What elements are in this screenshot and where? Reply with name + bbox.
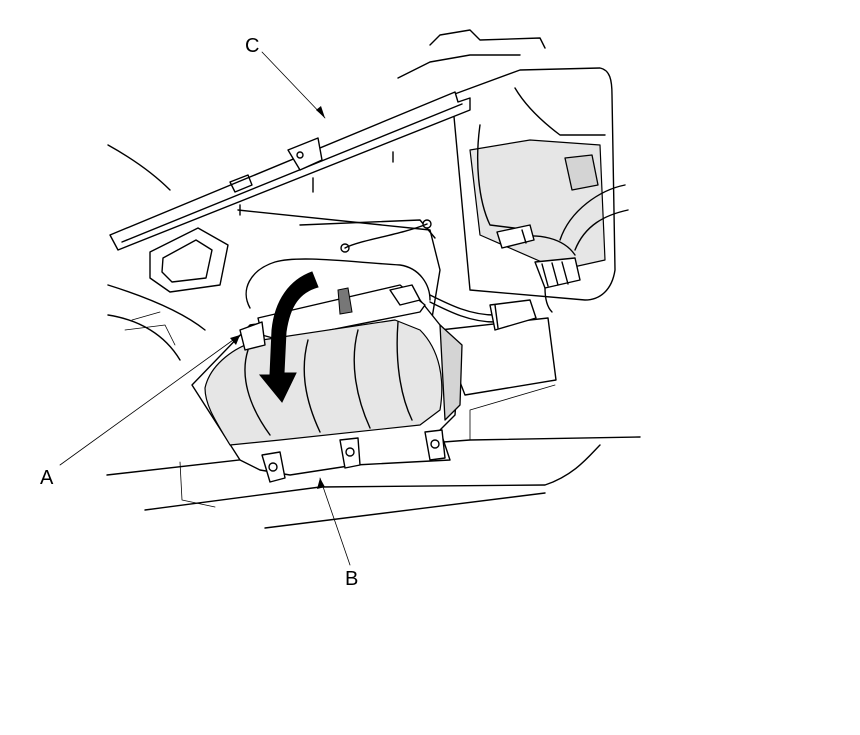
- duct-bracket: [149, 227, 229, 293]
- callout-b: B: [345, 568, 358, 590]
- callout-a: A: [40, 467, 54, 489]
- airbag-module: [191, 284, 463, 476]
- callout-c: C: [245, 35, 259, 57]
- left-structure: [107, 144, 206, 361]
- wiring-harness: [245, 184, 629, 331]
- leader-lines: [59, 51, 351, 566]
- module-mounting-tabs: [261, 429, 446, 483]
- removal-direction-arrow: [258, 271, 319, 403]
- dashboard-housing: [397, 29, 616, 301]
- dashboard-top-panel: [109, 91, 471, 251]
